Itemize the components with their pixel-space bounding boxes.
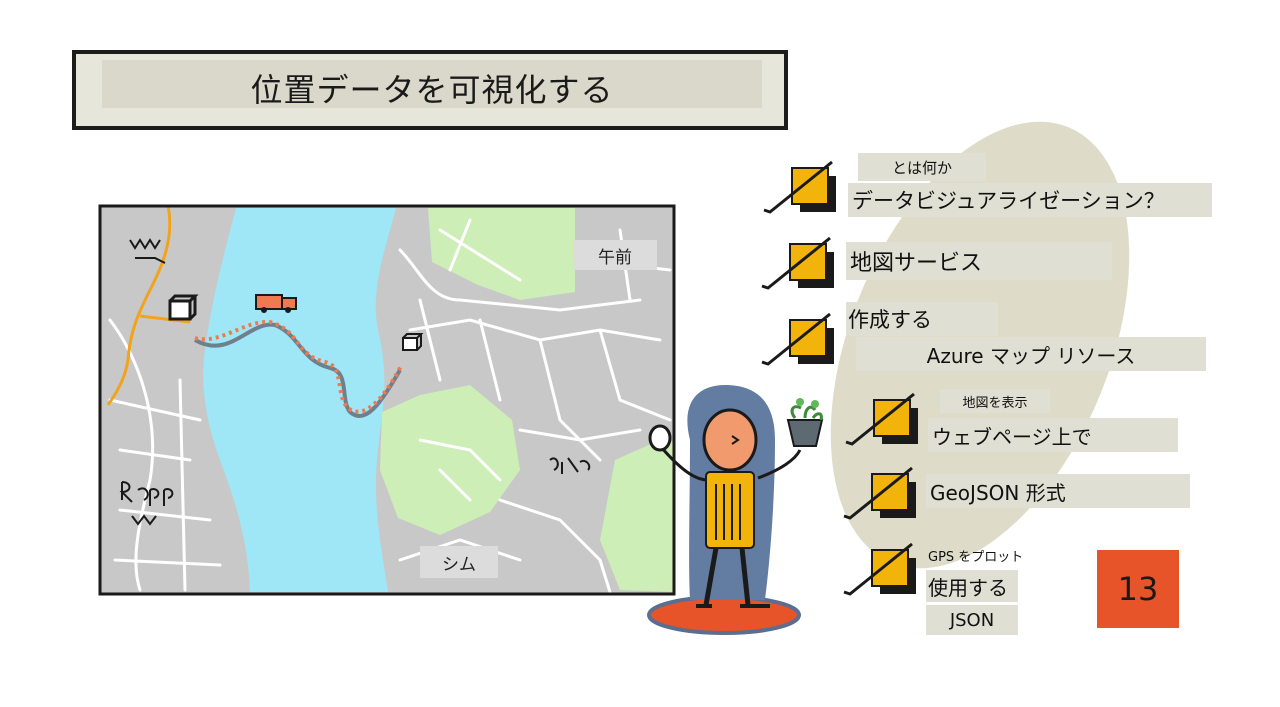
checkbox-icon xyxy=(763,160,836,214)
checklist-item-4-main: ウェブページ上で xyxy=(928,418,1178,452)
checklist-item-1-small: とは何か xyxy=(858,153,986,181)
checklist-item-3-main: 作成する xyxy=(846,302,998,336)
map-label-top-right: 午前 xyxy=(573,240,657,270)
checkbox-icon xyxy=(843,542,916,596)
checklist-item-5-main: GeoJSON 形式 xyxy=(926,474,1190,508)
map xyxy=(98,204,676,596)
checkbox-icon xyxy=(845,392,918,446)
plant-icon xyxy=(786,398,824,447)
checklist-item-2-main: 地図サービス xyxy=(846,242,1112,280)
checklist-item-6-sub: JSON xyxy=(926,605,1018,635)
checkbox-icon xyxy=(761,312,834,366)
package-icon xyxy=(402,333,424,351)
checkbox-icon xyxy=(843,466,916,520)
page-title: 位置データを可視化する xyxy=(250,71,614,109)
checkbox-icon xyxy=(761,236,834,290)
checklist-item-6-main: 使用する xyxy=(926,570,1018,602)
person-illustration xyxy=(647,385,802,635)
checklist-item-3-sub: Azure マップ リソース xyxy=(856,337,1206,371)
map-label-bottom: シム xyxy=(420,546,498,578)
checklist-item-6-small: GPS をプロット xyxy=(928,549,1024,565)
checklist-item-4-small: 地図を表示 xyxy=(940,389,1050,413)
package-icon xyxy=(168,294,199,321)
title-band xyxy=(102,60,762,108)
truck-icon xyxy=(255,294,297,313)
scribble-marks xyxy=(119,238,591,526)
lesson-number-badge: 13 xyxy=(1097,550,1179,628)
checklist-item-1-main: データビジュアライゼーション？ xyxy=(848,183,1212,217)
